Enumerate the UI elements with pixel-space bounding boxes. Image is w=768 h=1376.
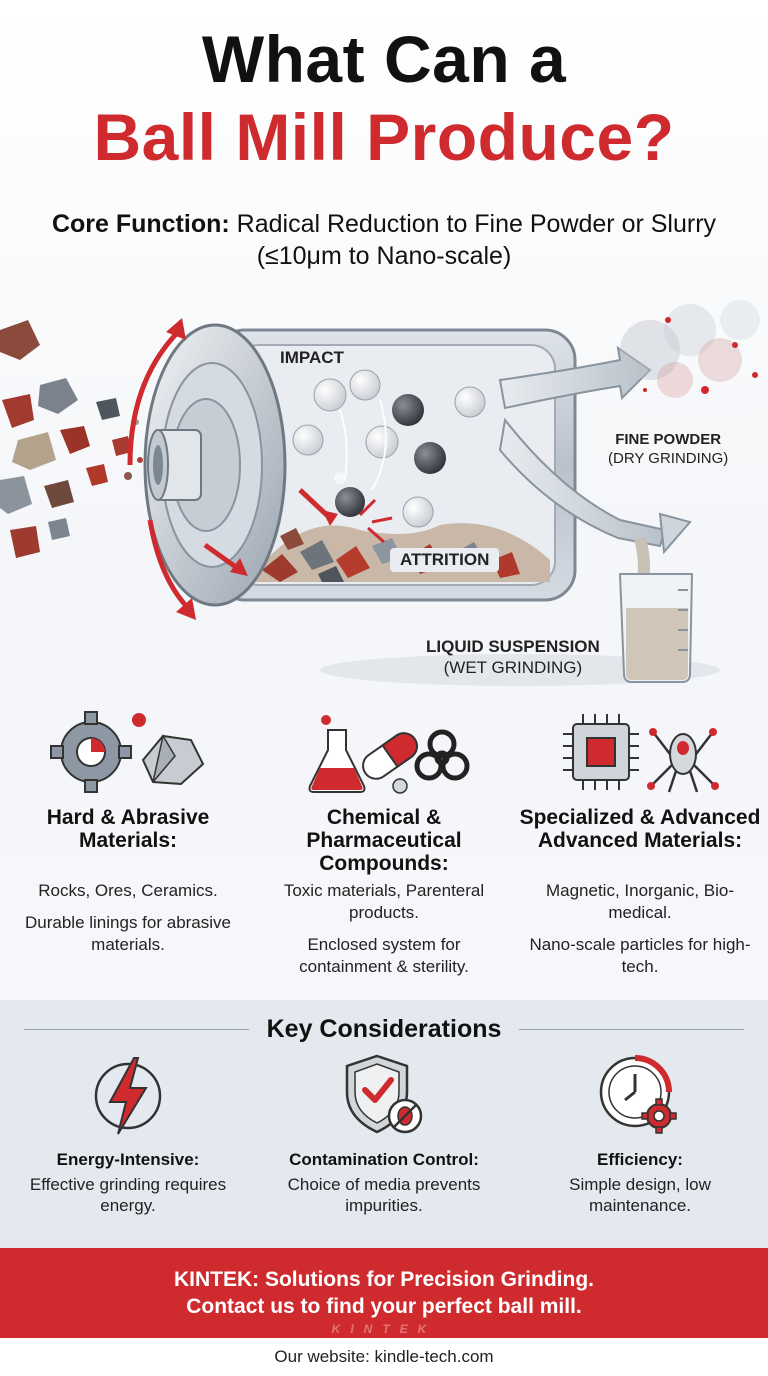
fine-powder-title: FINE POWDER bbox=[615, 431, 722, 448]
subtitle-bold: Core Function: bbox=[51, 210, 230, 238]
powder-cloud bbox=[620, 300, 760, 398]
category-heading: Specialized & Advanced Advanced Material… bbox=[519, 806, 761, 852]
category-specialized-advanced: Specialized & Advanced Advanced Material… bbox=[512, 706, 768, 978]
page-title: What Can a Ball Mill Produce? bbox=[0, 26, 768, 170]
chip-nanobot-icon bbox=[563, 714, 719, 793]
category-line2: Nano-scale particles for high-tech. bbox=[529, 935, 751, 976]
footer-website[interactable]: Our website: kindle-tech.com bbox=[0, 1338, 768, 1376]
liquid-suspension-label: LIQUID SUSPENSION (WET GRINDING) bbox=[426, 636, 600, 678]
attrition-label: ATTRITION bbox=[390, 548, 500, 572]
clock-gear-icon bbox=[599, 1055, 677, 1134]
category-heading: Chemical & Pharmaceutical Compounds: bbox=[306, 806, 462, 875]
consideration-energy: Energy-Intensive: Effective grinding req… bbox=[0, 1048, 256, 1216]
category-chemical-pharma: Chemical & Pharmaceutical Compounds: Tox… bbox=[256, 706, 512, 978]
divider-left bbox=[24, 1028, 249, 1030]
category-line1: Toxic materials, Parenteral products. bbox=[283, 881, 485, 922]
subtitle: Core Function: Radical Reduction to Fine… bbox=[40, 208, 728, 272]
lightning-icon bbox=[94, 1057, 162, 1135]
consideration-efficiency: Efficiency: Simple design, low maintenan… bbox=[512, 1048, 768, 1216]
raw-rocks bbox=[0, 320, 143, 558]
subtitle-rest: Radical Reduction to Fine Powder or Slur… bbox=[236, 210, 717, 270]
key-considerations-title: Key Considerations bbox=[266, 1014, 502, 1043]
consideration-text: Effective grinding requires energy. bbox=[29, 1175, 227, 1215]
category-line2: Enclosed system for containment & steril… bbox=[299, 935, 469, 976]
grinding-balls bbox=[292, 369, 486, 528]
category-line1: Rocks, Ores, Ceramics. bbox=[38, 881, 218, 900]
key-considerations-header: Key Considerations bbox=[24, 1014, 744, 1044]
banner-watermark: KINTEK bbox=[331, 1322, 437, 1336]
category-hard-abrasive: Hard & Abrasive Materials: Rocks, Ores, … bbox=[0, 706, 256, 956]
impact-label: IMPACT bbox=[270, 346, 354, 370]
gear-rock-icon bbox=[50, 711, 205, 793]
ball-mill-illustration bbox=[0, 300, 760, 686]
consideration-heading: Energy-Intensive: bbox=[56, 1150, 200, 1169]
ball-mill-diagram: IMPACT ATTRITION FINE POWDER (DRY GRINDI… bbox=[0, 290, 768, 700]
fine-powder-sub: (DRY GRINDING) bbox=[608, 450, 729, 467]
shield-check-icon bbox=[345, 1054, 423, 1134]
cta-banner[interactable]: KINTEK: Solutions for Precision Grinding… bbox=[0, 1248, 768, 1338]
banner-line-2: Contact us to find your perfect ball mil… bbox=[186, 1295, 582, 1318]
flask-capsule-biohazard-icon bbox=[308, 715, 470, 794]
consideration-heading: Contamination Control: bbox=[289, 1150, 479, 1169]
consideration-contamination: Contamination Control: Choice of media p… bbox=[256, 1048, 512, 1216]
category-line2: Durable linings for abrasive materials. bbox=[25, 913, 231, 954]
beaker-icon bbox=[618, 573, 694, 683]
consideration-heading: Efficiency: bbox=[597, 1150, 683, 1169]
liquid-suspension-title: LIQUID SUSPENSION bbox=[426, 637, 600, 656]
title-line-2: Ball Mill Produce? bbox=[93, 100, 675, 174]
fine-powder-label: FINE POWDER (DRY GRINDING) bbox=[608, 430, 728, 468]
liquid-suspension-sub: (WET GRINDING) bbox=[443, 658, 583, 677]
category-heading: Hard & Abrasive Materials: bbox=[46, 806, 210, 852]
banner-line-1: KINTEK: Solutions for Precision Grinding… bbox=[173, 1268, 594, 1291]
title-line-1: What Can a bbox=[201, 22, 567, 96]
consideration-text: Simple design, low maintenance. bbox=[569, 1175, 711, 1215]
category-line1: Magnetic, Inorganic, Bio-medical. bbox=[545, 881, 735, 922]
divider-right bbox=[519, 1028, 744, 1030]
consideration-text: Choice of media prevents impurities. bbox=[287, 1175, 481, 1215]
drum-end-cap bbox=[143, 323, 287, 607]
